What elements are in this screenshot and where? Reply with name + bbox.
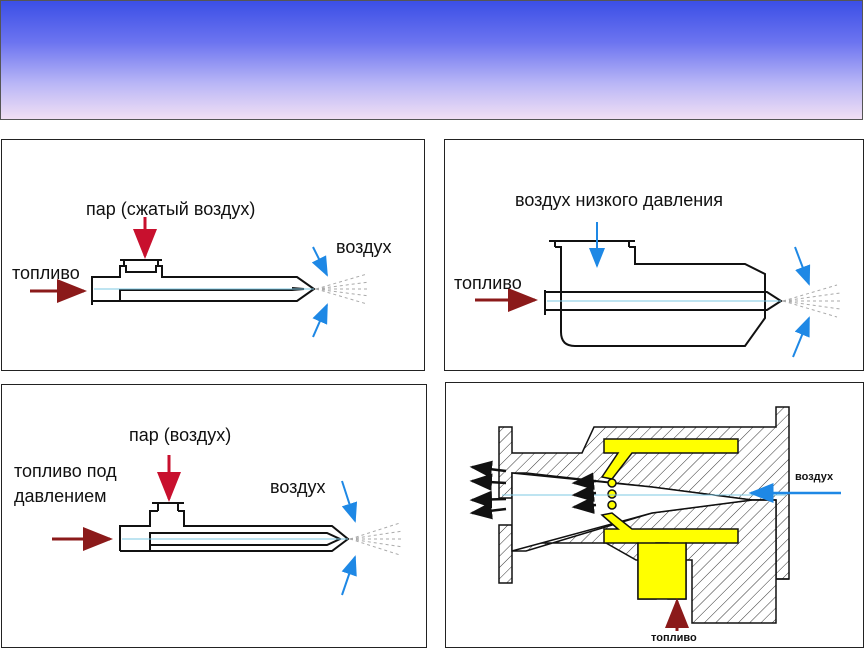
air-arrow-upper bbox=[794, 246, 811, 286]
air-label: воздух bbox=[795, 471, 834, 483]
fuel-label: топливо bbox=[454, 273, 522, 293]
panel-steam-atomizer: пар (сжатый воздух) топливо воздух bbox=[1, 139, 425, 371]
air-label: воздух bbox=[270, 477, 326, 497]
air-arrow-lower bbox=[341, 555, 357, 596]
air-arrow-lower bbox=[312, 303, 328, 338]
fuel-label-line1: топливо под bbox=[14, 461, 117, 481]
steam-atomizer-drawing bbox=[30, 217, 370, 338]
fuel-label: топливо bbox=[12, 263, 80, 283]
fuel-label-line2: давлением bbox=[14, 486, 107, 506]
fuel-label: топливо bbox=[651, 632, 697, 644]
pressure-fuel-drawing bbox=[52, 455, 404, 596]
air-label: воздух bbox=[336, 237, 392, 257]
low-pressure-nozzle-drawing bbox=[475, 222, 841, 358]
air-arrow-upper bbox=[311, 246, 328, 277]
panel-pressure-fuel-nozzle: пар (воздух) топливо под давлением возду… bbox=[1, 384, 427, 648]
air-arrow-lower bbox=[792, 316, 810, 358]
panel-burner-section: воздух топливо bbox=[445, 382, 864, 648]
air-arrow-upper bbox=[341, 480, 358, 523]
fuel-feed-pipe bbox=[637, 542, 687, 600]
burner-section-drawing bbox=[469, 406, 841, 631]
steam-label: пар (воздух) bbox=[129, 425, 232, 445]
steam-label: пар (сжатый воздух) bbox=[86, 199, 256, 219]
air-label: воздух низкого давления bbox=[515, 190, 723, 210]
slide-header-banner bbox=[0, 0, 863, 120]
panel-low-pressure-air-nozzle: воздух низкого давления топливо bbox=[444, 139, 864, 371]
